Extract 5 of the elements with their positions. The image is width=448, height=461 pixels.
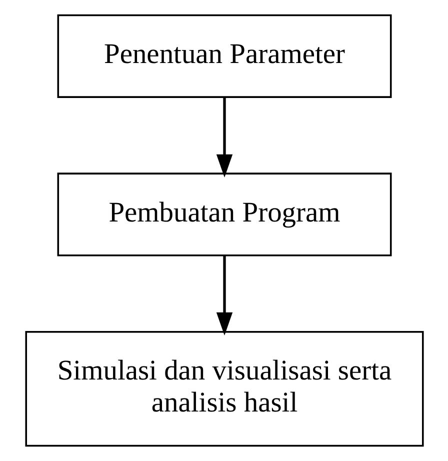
node-box: Pembuatan Program (56, 172, 392, 256)
node-box: Simulasi dan visualisasi serta analisis hasil (24, 331, 424, 447)
arrow (216, 98, 232, 178)
node-box: Penentuan Parameter (56, 14, 392, 98)
arrow (216, 256, 232, 336)
